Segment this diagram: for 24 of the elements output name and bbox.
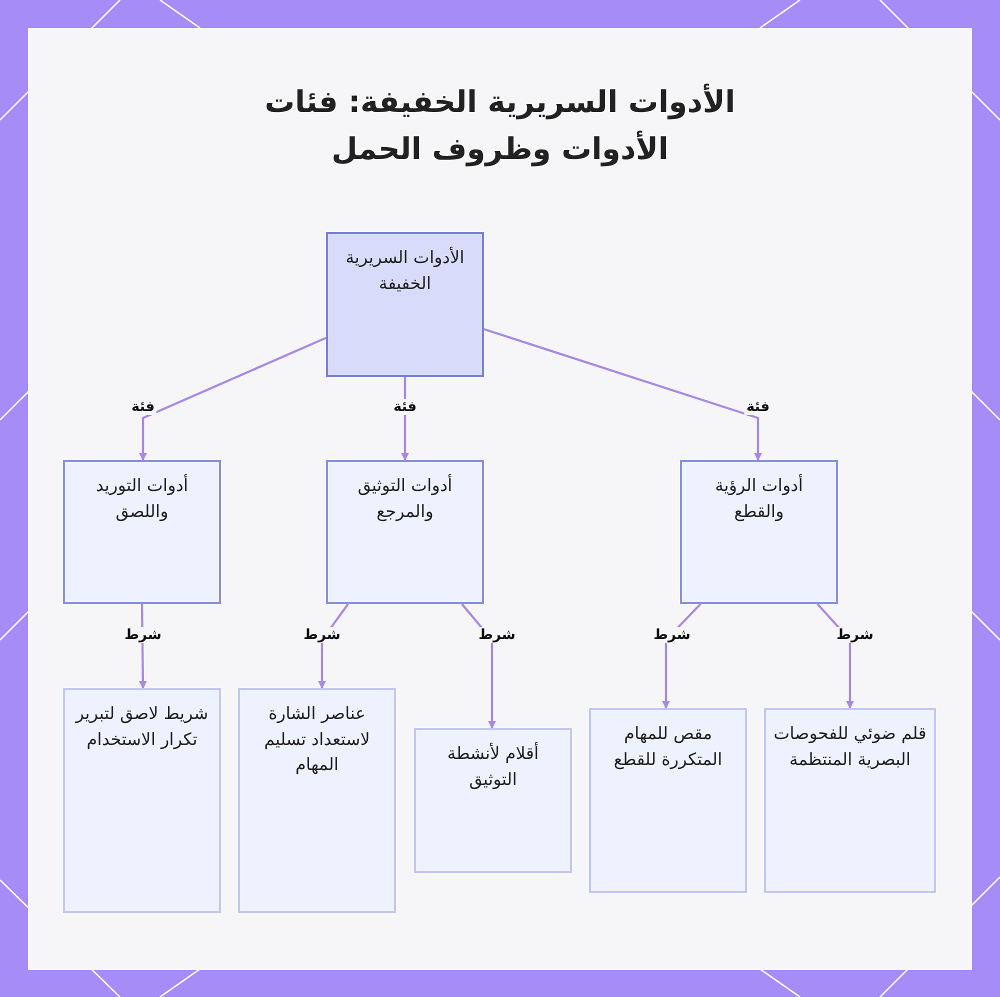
root-box xyxy=(326,232,484,377)
diagram-title: الأدوات السريرية الخفيفة: فئات الأدوات وظروف الحمل xyxy=(264,82,736,168)
edge-label: فئة xyxy=(391,399,419,415)
node-text: شريط لاصق لتبرير تكرار الاستخدام xyxy=(74,703,210,752)
node-text: أدوات التوريد واللصق xyxy=(94,474,190,524)
node-text: الأدوات السريرية الخفيفة xyxy=(344,246,466,296)
category-box xyxy=(326,460,484,604)
node-text: أقلام لأنشطة التوثيق xyxy=(446,742,540,792)
connector-arrow xyxy=(484,328,762,461)
item-box xyxy=(764,708,936,893)
node-text: مقص للمهام المتكررة للقطع xyxy=(612,723,724,772)
edge-label: فئة xyxy=(744,399,772,415)
edge-label: فئة xyxy=(129,399,157,415)
item-box xyxy=(238,688,396,913)
item-box xyxy=(414,728,572,873)
node-text: عناصر الشارة لاستعداد تسليم المهام xyxy=(263,703,371,777)
node-text: أدوات الرؤية والقطع xyxy=(714,474,804,524)
node-text: قلم ضوئي للفحوصات البصرية المنتظمة xyxy=(772,723,928,772)
category-box xyxy=(63,460,221,604)
node-text: أدوات التوثيق والمرجع xyxy=(356,474,454,524)
category-box xyxy=(680,460,838,604)
item-box xyxy=(63,688,221,913)
connector-arrow xyxy=(139,336,326,461)
item-box xyxy=(589,708,747,893)
